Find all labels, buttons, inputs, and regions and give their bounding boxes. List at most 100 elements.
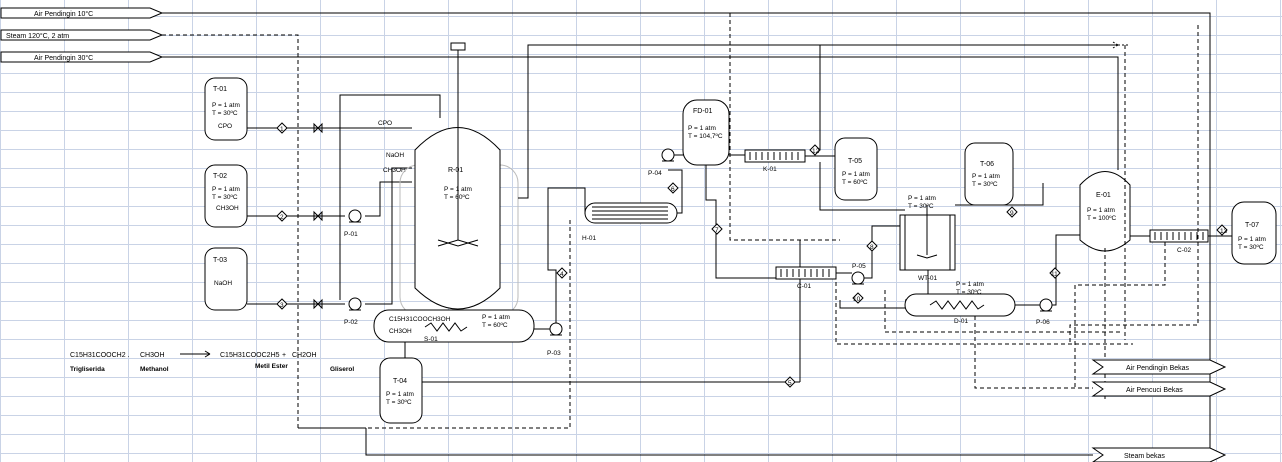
pump-p05: P-05 — [851, 263, 866, 285]
svg-text:P = 1 atm: P = 1 atm — [482, 314, 510, 321]
svg-text:P = 1 atm: P = 1 atm — [386, 391, 414, 398]
tank-t02: T-02 P = 1 atm T = 30ºC CH3OH — [204, 164, 248, 228]
svg-text:T = 30ºC: T = 30ºC — [1238, 244, 1264, 251]
utility-cooling-water-30: Air Pendingin 30°C — [0, 51, 164, 63]
svg-text:P-05: P-05 — [852, 263, 866, 270]
svg-text:T = 30ºC: T = 30ºC — [386, 399, 412, 406]
stream-2: 2 — [276, 210, 288, 222]
svg-text:C-01: C-01 — [797, 283, 811, 290]
svg-text:CH3OH: CH3OH — [140, 352, 165, 359]
stream-4: 4 — [556, 267, 568, 279]
svg-text:T = 60ºC: T = 60ºC — [842, 179, 868, 186]
svg-text:K-01: K-01 — [763, 166, 777, 173]
svg-text:C15H31COOCH2 .: C15H31COOCH2 . — [70, 352, 130, 359]
svg-text:T = 30ºC: T = 30ºC — [972, 181, 998, 188]
svg-text:T = 60ºC: T = 60ºC — [444, 194, 470, 201]
svg-text:CPO: CPO — [218, 123, 232, 130]
svg-text:5: 5 — [788, 380, 792, 387]
svg-text:7: 7 — [715, 227, 719, 234]
svg-text:Methanol: Methanol — [140, 366, 169, 373]
svg-text:P = 1 atm: P = 1 atm — [212, 102, 240, 109]
stream-9: 9 — [1006, 206, 1018, 218]
svg-text:P-06: P-06 — [1036, 319, 1050, 326]
svg-text:3: 3 — [280, 302, 284, 309]
stream-10: 10 — [852, 292, 864, 304]
svg-text:12: 12 — [812, 148, 820, 155]
svg-text:C15H31COOC2H5: C15H31COOC2H5 — [220, 352, 280, 359]
svg-text:D-01: D-01 — [954, 318, 968, 325]
svg-text:T-07: T-07 — [1245, 222, 1259, 229]
tank-t01: T-01 P = 1 atm T = 30ºC CPO — [204, 77, 248, 141]
svg-text:+: + — [282, 352, 286, 359]
svg-text:6: 6 — [671, 186, 675, 193]
svg-text:P = 1 atm: P = 1 atm — [956, 281, 984, 288]
svg-text:CH3OH: CH3OH — [216, 205, 239, 212]
svg-text:T-06: T-06 — [980, 161, 994, 168]
svg-text:9: 9 — [1010, 210, 1014, 217]
svg-text:Air Pendingin Bekas: Air Pendingin Bekas — [1126, 365, 1190, 372]
svg-text:T = 30ºC: T = 30ºC — [212, 110, 238, 117]
svg-text:NaOH: NaOH — [386, 152, 404, 159]
svg-text:1: 1 — [280, 126, 284, 133]
svg-text:Air Pendingin 10°C: Air Pendingin 10°C — [34, 10, 93, 18]
svg-text:CH3OH: CH3OH — [389, 328, 412, 335]
stream-5: 5 — [784, 376, 796, 388]
svg-text:P = 1 atm: P = 1 atm — [688, 125, 716, 132]
pump-p03: P-03 — [547, 322, 563, 357]
stream-6: 6 — [667, 182, 679, 194]
svg-text:10: 10 — [853, 296, 861, 303]
svg-text:Gliserol: Gliserol — [330, 366, 354, 373]
heater-h01: H-01 — [582, 202, 678, 242]
svg-text:T = 60ºC: T = 60ºC — [482, 322, 508, 329]
svg-text:P = 1 atm: P = 1 atm — [842, 171, 870, 178]
stream-11: 11 — [1049, 267, 1061, 279]
svg-text:P = 1 atm: P = 1 atm — [444, 186, 472, 193]
utility-spent-cooling-water: Air Pendingin Bekas — [1091, 359, 1227, 375]
svg-text:CH2OH: CH2OH — [292, 352, 317, 359]
svg-text:T = 100ºC: T = 100ºC — [1087, 215, 1116, 222]
svg-text:T = 30ºC: T = 30ºC — [212, 194, 238, 201]
svg-text:P = 1 atm: P = 1 atm — [1087, 207, 1115, 214]
pump-p01: P-01 — [344, 209, 362, 238]
svg-text:S-01: S-01 — [424, 336, 438, 343]
svg-text:P = 1 atm: P = 1 atm — [908, 195, 936, 202]
svg-text:Air Pencuci Bekas: Air Pencuci Bekas — [1126, 387, 1183, 394]
svg-text:P = 1 atm: P = 1 atm — [1238, 236, 1266, 243]
stream-7: 7 — [711, 223, 723, 235]
reactor-r01: R-01 P = 1 atm T = 60ºC — [399, 42, 519, 316]
svg-text:E-01: E-01 — [1096, 192, 1111, 199]
svg-text:P-01: P-01 — [344, 231, 358, 238]
pump-p06: P-06 — [1036, 298, 1053, 326]
utility-spent-wash-water: Air Pencuci Bekas — [1091, 381, 1227, 397]
utility-cooling-water-10: Air Pendingin 10°C — [0, 7, 164, 19]
svg-text:Trigliserida: Trigliserida — [70, 366, 105, 373]
svg-text:11: 11 — [1051, 271, 1058, 278]
svg-text:Air Pendingin 30°C: Air Pendingin 30°C — [34, 54, 93, 62]
stream-8: 8 — [866, 240, 878, 252]
stream-1: 1 — [276, 122, 288, 134]
tank-t07: T-07 P = 1 atm T = 30ºC — [1231, 201, 1277, 265]
svg-text:C-02: C-02 — [1177, 247, 1191, 254]
tank-t03: T-03 NaOH — [204, 247, 248, 311]
svg-text:Steam 120°C, 2 atm: Steam 120°C, 2 atm — [6, 32, 69, 40]
svg-text:T-03: T-03 — [213, 257, 227, 264]
svg-text:4: 4 — [560, 271, 564, 278]
svg-text:T-01: T-01 — [213, 86, 227, 93]
svg-text:P-03: P-03 — [547, 350, 561, 357]
svg-text:T-04: T-04 — [393, 378, 407, 385]
evaporator-e01: E-01 P = 1 atm T = 100ºC — [1079, 171, 1131, 252]
separator-s01: C15H31COOCH3OH CH3OH P = 1 atm T = 60ºC … — [373, 309, 535, 343]
pump-p04: P-04 — [648, 148, 675, 177]
svg-text:Metil Ester: Metil Ester — [255, 363, 288, 370]
svg-text:2: 2 — [280, 214, 284, 221]
cooler-c02: C-02 — [1149, 229, 1209, 254]
svg-text:P-02: P-02 — [344, 319, 358, 326]
svg-text:P-04: P-04 — [648, 170, 662, 177]
svg-text:NaOH: NaOH — [214, 280, 232, 287]
stream-3: 3 — [276, 298, 288, 310]
reaction-equation: C15H31COOCH2 . CH3OH C15H31COOC2H5 + CH2… — [70, 350, 354, 373]
svg-text:T = 30ºC: T = 30ºC — [908, 203, 934, 210]
svg-text:CPO: CPO — [378, 120, 392, 127]
